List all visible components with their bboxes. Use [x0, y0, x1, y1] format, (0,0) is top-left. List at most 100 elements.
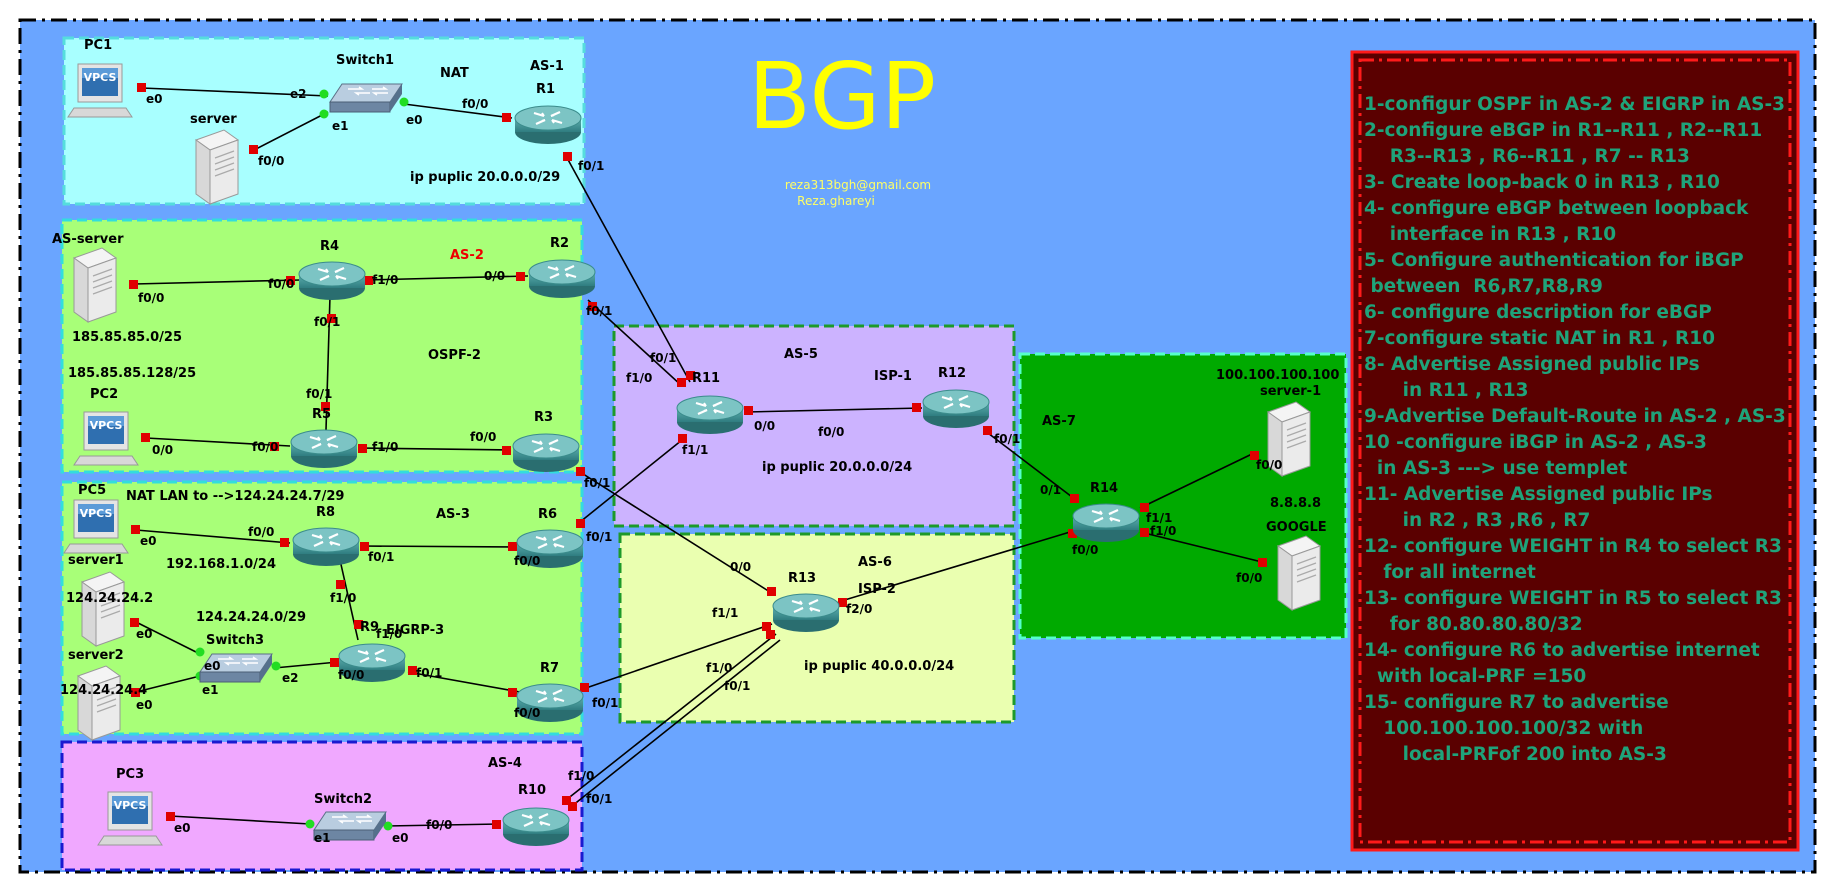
task-line-20: 13- configure WEIGHT in R5 to select R3	[1364, 588, 1782, 609]
label-r14: R14	[1090, 481, 1118, 496]
zone-as3-label: AS-3	[436, 507, 470, 522]
router-r1[interactable]	[513, 104, 583, 146]
zone-as2-net-a: 185.85.85.0/25	[72, 330, 182, 345]
port-r9-f10: f1/0	[376, 627, 402, 641]
port-r13-zz: 0/0	[730, 560, 751, 574]
zone-as1-label: AS-1	[530, 59, 564, 74]
label-pc1: PC1	[84, 38, 112, 53]
as-server-icon[interactable]	[73, 247, 117, 323]
task-panel-inner-border	[1358, 58, 1792, 844]
zone-as3	[60, 480, 584, 736]
label-server-1: server-1	[1260, 384, 1321, 399]
zone-as6-label: AS-6	[858, 555, 892, 570]
label-r12: R12	[938, 366, 966, 381]
label-r2: R2	[550, 236, 569, 251]
server2-icon[interactable]	[77, 665, 121, 741]
label-r9: R9	[360, 620, 379, 635]
port-r4-f00: f0/0	[268, 277, 294, 291]
server1-icon[interactable]	[81, 571, 125, 647]
zone-as1-prefix: ip puplic 20.0.0.0/29	[410, 170, 560, 185]
port-r11-f10: f1/0	[626, 371, 652, 385]
label-server2: server2	[68, 648, 124, 663]
label-r11: R11	[692, 371, 720, 386]
task-line-6: interface in R13 , R10	[1364, 224, 1616, 245]
task-line-16: 11- Advertise Assigned public IPs	[1364, 484, 1713, 505]
port-google-f00: f0/0	[1236, 571, 1262, 585]
task-line-3: R3--R13 , R6--R11 , R7 -- R13	[1364, 146, 1690, 167]
vpcs-label-pc2: VPCS	[90, 419, 123, 432]
label-server: server	[190, 112, 237, 127]
port-pc3-e0: e0	[174, 821, 191, 835]
task-line-24: 15- configure R7 to advertise	[1364, 692, 1669, 713]
zone-as3-nat-note: NAT LAN to -->124.24.24.7/29	[126, 489, 344, 504]
port-sw1-e1: e1	[332, 119, 349, 133]
port-r1-f01: f0/1	[578, 159, 604, 173]
zone-as3-lan: 192.168.1.0/24	[166, 557, 276, 572]
port-markers	[129, 83, 1267, 831]
router-r5[interactable]	[289, 428, 359, 470]
port-r10-f00: f0/0	[426, 818, 452, 832]
router-r11[interactable]	[675, 394, 745, 436]
router-r12[interactable]	[921, 388, 991, 430]
router-r14[interactable]	[1071, 502, 1141, 544]
router-r3[interactable]	[511, 432, 581, 474]
port-r2-zz: 0/0	[484, 269, 505, 283]
task-line-9: 6- configure description for eBGP	[1364, 302, 1712, 323]
label-pc3: PC3	[116, 767, 144, 782]
port-r5-f10: f1/0	[372, 440, 398, 454]
port-sw3-e0: e0	[204, 659, 221, 673]
port-r11-f11: f1/1	[682, 443, 708, 457]
zone-as1-nat: NAT	[440, 66, 469, 81]
port-r3-f01: f0/1	[584, 476, 610, 490]
zone-as6-isp: ISP-2	[858, 582, 896, 597]
zone-as5-label: AS-5	[784, 347, 818, 362]
port-r12-f00: f0/0	[818, 425, 844, 439]
port-labels: e0 e2 e1 e0 f0/0 f0/0 f0/1 f0/0 f0/0 f1/…	[136, 87, 1282, 845]
router-r2[interactable]	[527, 258, 597, 300]
vpcs-label-pc1: VPCS	[84, 71, 117, 84]
port-r5-f01: f0/1	[306, 387, 332, 401]
task-panel	[1350, 50, 1800, 852]
vpcs-label-pc3: VPCS	[114, 799, 147, 812]
port-r2-f01: f0/1	[586, 304, 612, 318]
zone-as2-net-b: 185.85.85.128/25	[68, 366, 196, 381]
label-server2-ip: 124.24.24.4	[60, 683, 147, 698]
label-as-server: AS-server	[52, 232, 124, 247]
router-r4[interactable]	[297, 260, 367, 302]
google-server-icon[interactable]	[1277, 535, 1321, 611]
task-line-25: 100.100.100.100/32 with	[1364, 718, 1643, 739]
router-r10[interactable]	[501, 806, 571, 848]
port-asserver-f00: f0/0	[138, 291, 164, 305]
label-r13: R13	[788, 571, 816, 586]
task-line-10: 7-configure static NAT in R1 , R10	[1364, 328, 1715, 349]
author-name: Reza.ghareyi	[797, 194, 875, 208]
page-title: BGP	[748, 43, 936, 150]
router-r8[interactable]	[291, 526, 361, 568]
port-pc1-e0: e0	[146, 92, 163, 106]
zone-as7-label: AS-7	[1042, 414, 1076, 429]
label-r4: R4	[320, 239, 339, 254]
label-server-1-ip: 100.100.100.100	[1216, 368, 1339, 383]
port-r6-f01: f0/1	[586, 530, 612, 544]
port-r7-f01: f0/1	[592, 696, 618, 710]
task-line-2: 2-configure eBGP in R1--R11 , R2--R11	[1364, 120, 1762, 141]
task-line-8: between R6,R7,R8,R9	[1364, 276, 1603, 297]
port-server2-e0: e0	[136, 698, 153, 712]
port-r8-f00: f0/0	[248, 525, 274, 539]
server-icon[interactable]	[195, 129, 239, 205]
port-sw2-e1: e1	[314, 831, 331, 845]
task-line-4: 3- Create loop-back 0 in R13 , R10	[1364, 172, 1720, 193]
port-sw2-e0: e0	[392, 831, 409, 845]
switch1-icon[interactable]	[329, 83, 403, 113]
port-server-1-f00: f0/0	[1256, 458, 1282, 472]
port-r1-f00: f0/0	[462, 97, 488, 111]
task-line-22: 14- configure R6 to advertise internet	[1364, 640, 1760, 661]
task-line-15: in AS-3 ---> use templet	[1364, 458, 1627, 479]
router-r13[interactable]	[771, 592, 841, 634]
port-r14-f00: f0/0	[1072, 543, 1098, 557]
port-pc2-zz: 0/0	[152, 443, 173, 457]
port-r4-f10: f1/0	[372, 273, 398, 287]
task-line-1: 1-configur OSPF in AS-2 & EIGRP in AS-3	[1364, 94, 1785, 115]
label-r5: R5	[312, 407, 331, 422]
zone-as5-isp: ISP-1	[874, 369, 912, 384]
